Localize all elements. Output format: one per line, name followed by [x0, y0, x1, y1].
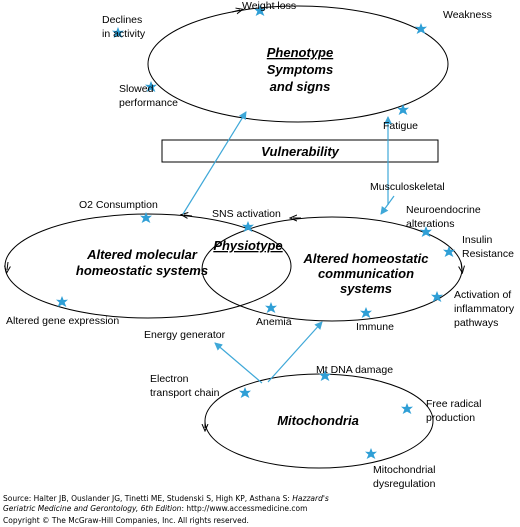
arrow-molecular-to-phenotype: [182, 111, 247, 215]
cycle-arrow-communication-right: [461, 261, 462, 270]
label-declines-2: in activity: [102, 28, 146, 40]
footer-source-suffix: : http://www.accessmedicine.com: [181, 504, 307, 513]
label-slowed-1: Slowed: [119, 83, 154, 95]
marker-fatigue: [397, 104, 409, 115]
footer-source-prefix: Source: Halter JB, Ouslander JG, Tinetti…: [3, 494, 292, 503]
marker-mito-dys: [365, 448, 377, 459]
label-neuro-2: alterations: [406, 218, 454, 230]
marker-activation: [431, 291, 443, 302]
label-weakness: Weakness: [443, 9, 492, 21]
label-mito-dys-2: dysregulation: [373, 478, 436, 490]
label-insulin-2: Resistance: [462, 248, 514, 260]
marker-anemia: [265, 302, 277, 313]
label-anemia: Anemia: [256, 316, 292, 328]
label-electron-2: transport chain: [150, 387, 220, 399]
label-activation-3: pathways: [454, 317, 498, 329]
label-sns: SNS activation: [212, 208, 281, 220]
marker-immune: [360, 307, 372, 318]
marker-radical: [401, 403, 413, 414]
label-activation-1: Activation of: [454, 289, 511, 301]
footer-source-line2: Geriatric Medicine and Gerontology, 6th …: [3, 504, 307, 513]
vulnerability-box: [161, 139, 439, 163]
mitochondria-label: Mitochondria: [277, 413, 359, 428]
marker-insulin: [443, 246, 455, 257]
phenotype-ellipse: [147, 5, 449, 123]
label-immune: Immune: [356, 321, 394, 333]
label-insulin-1: Insulin: [462, 234, 493, 246]
footer-source-title2: Geriatric Medicine and Gerontology, 6th …: [3, 504, 182, 513]
communication-line3: systems: [340, 281, 392, 296]
communication-line1: Altered homeostatic: [303, 251, 430, 266]
vulnerability-label: Vulnerability: [261, 144, 340, 159]
label-mtdna: Mt DNA damage: [316, 364, 393, 376]
footer-source-title1: Hazzard's: [292, 494, 329, 503]
cycle-arrow-phenotype: [231, 10, 240, 12]
physiotype-label: Physiotype: [213, 238, 282, 253]
label-neuro-1: Neuroendocrine: [406, 204, 481, 216]
cycle-arrow-molecular: [7, 261, 8, 270]
footer-source-line1: Source: Halter JB, Ouslander JG, Tinetti…: [3, 494, 329, 503]
label-o2: O2 Consumption: [79, 199, 158, 211]
label-musculoskeletal: Musculoskeletal: [370, 181, 445, 193]
arrow-mito-to-energy: [214, 342, 263, 384]
label-radical-2: production: [426, 412, 475, 424]
arrow-musculoskeletal: [380, 195, 395, 215]
phenotype-sub2: and signs: [270, 79, 331, 94]
label-mito-dys-1: Mitochondrial: [373, 464, 435, 476]
phenotype-title: Phenotype: [267, 45, 333, 60]
marker-gene: [56, 296, 68, 307]
label-declines-1: Declines: [102, 14, 142, 26]
label-radical-1: Free radical: [426, 398, 481, 410]
arrow-mito-to-communication: [267, 321, 323, 383]
phenotype-sub1: Symptoms: [267, 62, 333, 77]
molecular-line1: Altered molecular: [86, 247, 198, 262]
label-slowed-2: performance: [119, 97, 178, 109]
label-gene: Altered gene expression: [6, 315, 119, 327]
label-fatigue: Fatigue: [383, 120, 418, 132]
label-activation-2: inflammatory: [454, 303, 515, 315]
label-weight-loss: Weight loss: [242, 0, 296, 12]
cycle-arrow-molecular-top: [184, 215, 193, 216]
communication-line2: communication: [318, 266, 414, 281]
marker-electron: [239, 387, 251, 398]
label-electron-1: Electron: [150, 373, 189, 385]
footer-copyright: Copyright © The McGraw-Hill Companies, I…: [3, 516, 249, 525]
label-energy: Energy generator: [144, 329, 226, 341]
molecular-line2: homeostatic systems: [76, 263, 208, 278]
